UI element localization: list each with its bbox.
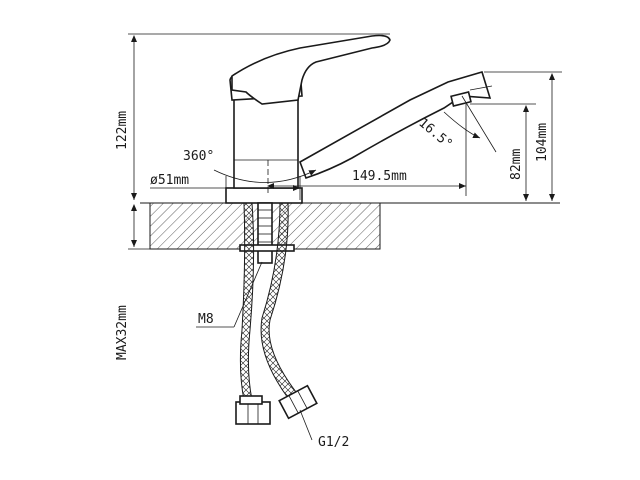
rotation-indicator: 360°: [183, 149, 317, 183]
dim-total-height: 122mm: [115, 33, 390, 200]
total-height-label: 122mm: [115, 111, 130, 150]
spout-height-low-label: 82mm: [509, 149, 524, 180]
installation-hardware: [235, 202, 318, 425]
callout-hose-thread: G1/2: [299, 409, 349, 450]
dim-max-thickness: MAX32mm: [115, 204, 150, 360]
thread-rod-label: M8: [198, 312, 214, 327]
spout-height-high-label: 104mm: [535, 123, 550, 162]
dim-spout-reach: 149.5mm: [267, 104, 467, 196]
lever-handle: [231, 34, 391, 105]
rotation-label: 360°: [183, 149, 214, 164]
spout-angle-label: 16.5°: [415, 116, 455, 153]
dim-spout-heights: 82mm 104mm: [470, 71, 562, 204]
max-thickness-label: MAX32mm: [115, 305, 130, 360]
spout-reach-label: 149.5mm: [352, 169, 407, 184]
hose-thread-label: G1/2: [318, 435, 349, 450]
spout: [299, 71, 493, 180]
countertop: [140, 202, 560, 250]
base-diameter-label: ø51mm: [150, 173, 189, 188]
callout-thread-rod: M8: [196, 261, 263, 328]
